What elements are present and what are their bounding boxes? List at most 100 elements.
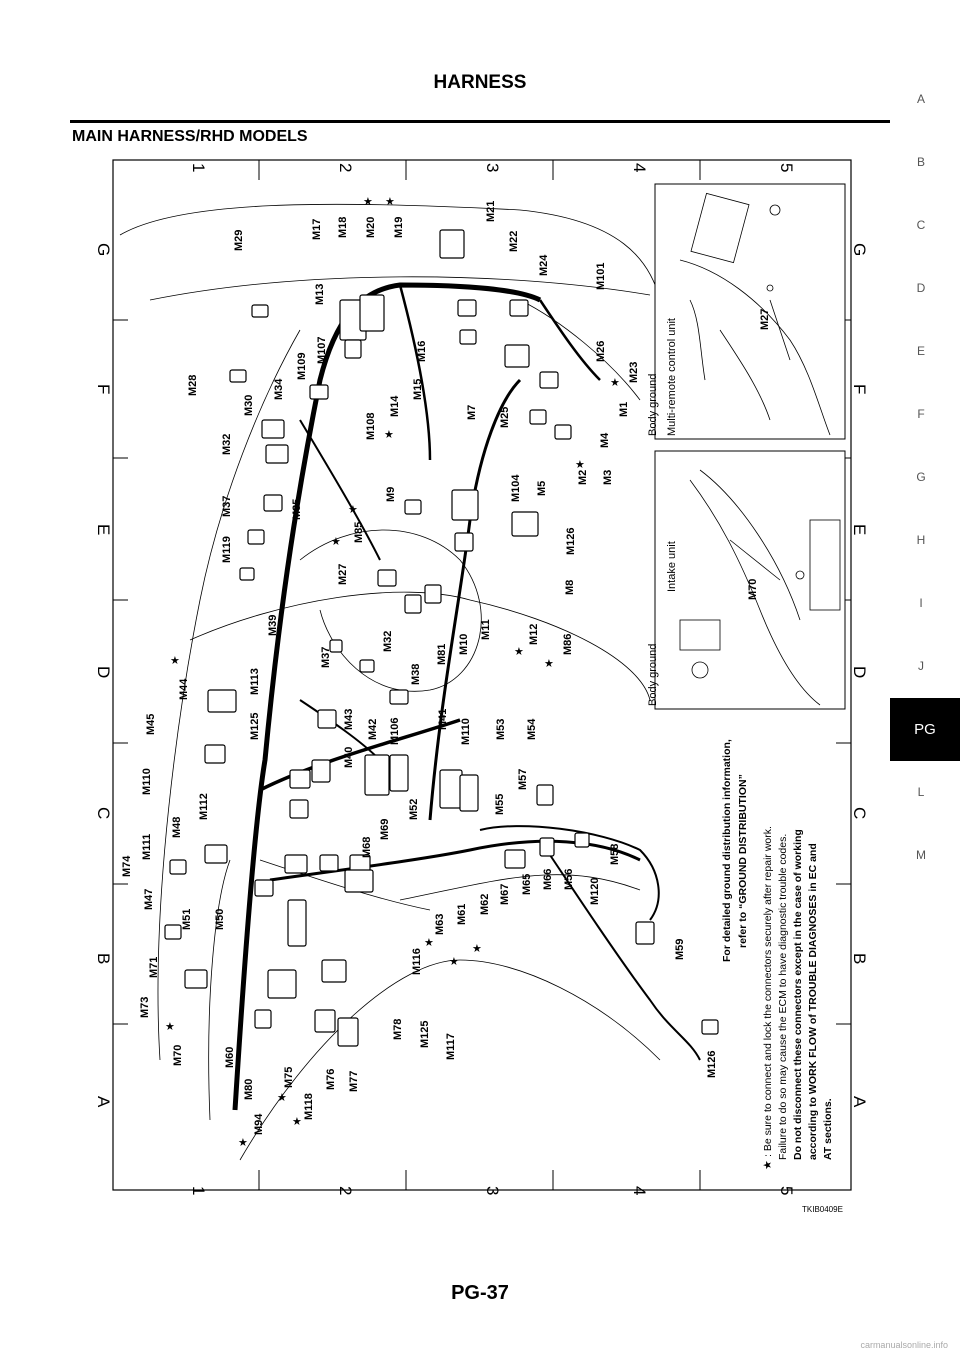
connector-m55: M55 bbox=[494, 794, 506, 815]
connector-m69: M69 bbox=[379, 819, 391, 840]
star-icon: ★ bbox=[384, 428, 394, 441]
connector-m81: M81 bbox=[436, 644, 448, 665]
connector-m33: M35 bbox=[291, 499, 303, 520]
side-index-b[interactable]: B bbox=[916, 155, 925, 169]
connector-m8: M8 bbox=[564, 580, 576, 595]
star-icon: ★ bbox=[514, 645, 524, 658]
connector-m78: M78 bbox=[392, 1019, 404, 1040]
side-index-g[interactable]: G bbox=[916, 470, 926, 484]
connector-m73: M73 bbox=[139, 997, 151, 1018]
main-harness-trunk bbox=[232, 282, 701, 1111]
connector-m26: M26 bbox=[595, 341, 607, 362]
side-index-m[interactable]: M bbox=[916, 848, 926, 862]
connector-m2: M2 bbox=[577, 470, 589, 485]
side-index-h[interactable]: H bbox=[916, 533, 926, 547]
star-icon: ★ bbox=[363, 195, 373, 208]
connector-m32: M34 bbox=[273, 378, 285, 400]
star-icon: ★ bbox=[331, 535, 341, 548]
connector-m40: M40 bbox=[343, 747, 355, 768]
grid-letter-left-f: F bbox=[94, 384, 113, 394]
connector-m113: M113 bbox=[249, 668, 261, 695]
grid-letter-left-c: C bbox=[94, 807, 113, 819]
grid-letter-right-b: B bbox=[850, 953, 869, 964]
inset-bottom bbox=[654, 450, 846, 710]
connector-m23: M23 bbox=[628, 362, 640, 383]
connector-m29: M29 bbox=[233, 230, 245, 251]
connector-m111: M111 bbox=[141, 834, 153, 860]
connector-m123: M125 bbox=[249, 712, 261, 740]
inset-top bbox=[654, 183, 846, 440]
connector-m126: M126 bbox=[706, 1050, 718, 1078]
connector-m68: M68 bbox=[361, 837, 373, 858]
side-index-a[interactable]: A bbox=[916, 92, 925, 106]
inset-top-label-unit: Multi-remote control unit bbox=[666, 318, 678, 436]
diagram-frame bbox=[112, 159, 852, 1191]
inset-bottom-drawing bbox=[679, 469, 841, 706]
connector-m13: M13 bbox=[314, 284, 326, 305]
page-header: HARNESS bbox=[433, 72, 527, 93]
connector-m70: M70 bbox=[172, 1045, 184, 1066]
grid-number-top-2: 2 bbox=[336, 163, 355, 172]
connector-m17: M17 bbox=[311, 219, 323, 240]
connector-m77: M77 bbox=[348, 1071, 360, 1092]
connector-m31: M32 bbox=[221, 434, 233, 455]
side-index-j[interactable]: J bbox=[918, 659, 924, 673]
note-warning-line5: AT sections. bbox=[822, 1098, 834, 1160]
connector-m104: M104 bbox=[510, 474, 522, 502]
connector-m94: M94 bbox=[253, 1113, 265, 1135]
connector-m41: M41 bbox=[437, 709, 449, 730]
connector-labels: M29 M28 M32 M30 M34 M37 M119 M35 M109 M1… bbox=[121, 201, 718, 1135]
grid-number-top-1: 1 bbox=[189, 163, 208, 172]
page-number: PG-37 bbox=[451, 1282, 509, 1304]
connector-m107: M109 bbox=[296, 352, 308, 380]
connector-m42: M42 bbox=[367, 719, 379, 740]
connector-m62: M62 bbox=[479, 894, 491, 915]
connector-m54: M54 bbox=[526, 718, 538, 740]
grid-letter-right-c: C bbox=[850, 807, 869, 819]
inset-top-drawing bbox=[679, 192, 831, 436]
side-index-l[interactable]: L bbox=[917, 785, 925, 799]
connector-m48: M48 bbox=[171, 817, 183, 838]
connector-m43: M43 bbox=[343, 709, 355, 730]
note-ground-ref-line1: For detailed ground distribution informa… bbox=[721, 739, 733, 962]
grid-letter-left-e: E bbox=[94, 524, 113, 535]
dashboard-outline bbox=[119, 203, 661, 1161]
connector-m18: M18 bbox=[337, 217, 349, 238]
connector-m65: M65 bbox=[521, 874, 533, 895]
connector-m44: M44 bbox=[178, 678, 190, 700]
star-marks: ★ ★ ★ ★ ★ ★ ★ ★ ★ ★ ★ ★ ★ ★ ★ ★ ★ bbox=[165, 195, 620, 1149]
inset-bottom-connector: M70 bbox=[747, 579, 759, 600]
side-index-c[interactable]: C bbox=[916, 218, 926, 232]
connector-m119: M119 bbox=[221, 536, 233, 563]
grid-number-bottom-3: 3 bbox=[483, 1186, 502, 1195]
connector-m120: M120 bbox=[589, 877, 601, 905]
connector-m7: M7 bbox=[466, 405, 478, 420]
side-index-d[interactable]: D bbox=[916, 281, 926, 295]
connector-m59: M59 bbox=[674, 939, 686, 960]
connector-m34: M32 bbox=[382, 631, 394, 652]
connector-m74: M74 bbox=[121, 855, 133, 877]
grid-letter-right-f: F bbox=[850, 384, 869, 394]
connector-m112: M112 bbox=[198, 793, 210, 820]
grid-letter-right-d: D bbox=[850, 666, 869, 678]
connector-m51: M51 bbox=[181, 909, 193, 930]
connector-m14: M14 bbox=[389, 395, 401, 417]
grid-letter-left-a: A bbox=[94, 1096, 113, 1108]
connector-m47: M47 bbox=[143, 889, 155, 910]
side-index-i[interactable]: I bbox=[919, 596, 923, 610]
connector-m86: M86 bbox=[562, 634, 574, 655]
grid-letter-right-a: A bbox=[850, 1096, 869, 1108]
connector-m4: M4 bbox=[599, 432, 611, 448]
star-icon: ★ bbox=[424, 936, 434, 949]
side-index-pg[interactable]: PG bbox=[890, 698, 960, 761]
side-index-f[interactable]: F bbox=[917, 407, 925, 421]
side-index-e[interactable]: E bbox=[916, 344, 925, 358]
connector-m37: M37 bbox=[320, 647, 332, 668]
connector-m30: M30 bbox=[243, 395, 255, 416]
grid-letter-left-b: B bbox=[94, 953, 113, 964]
star-icon: ★ bbox=[348, 503, 358, 516]
connector-m56: M56 bbox=[563, 869, 575, 890]
connector-m11: M11 bbox=[480, 619, 492, 640]
connector-m124: M125 bbox=[419, 1020, 431, 1048]
